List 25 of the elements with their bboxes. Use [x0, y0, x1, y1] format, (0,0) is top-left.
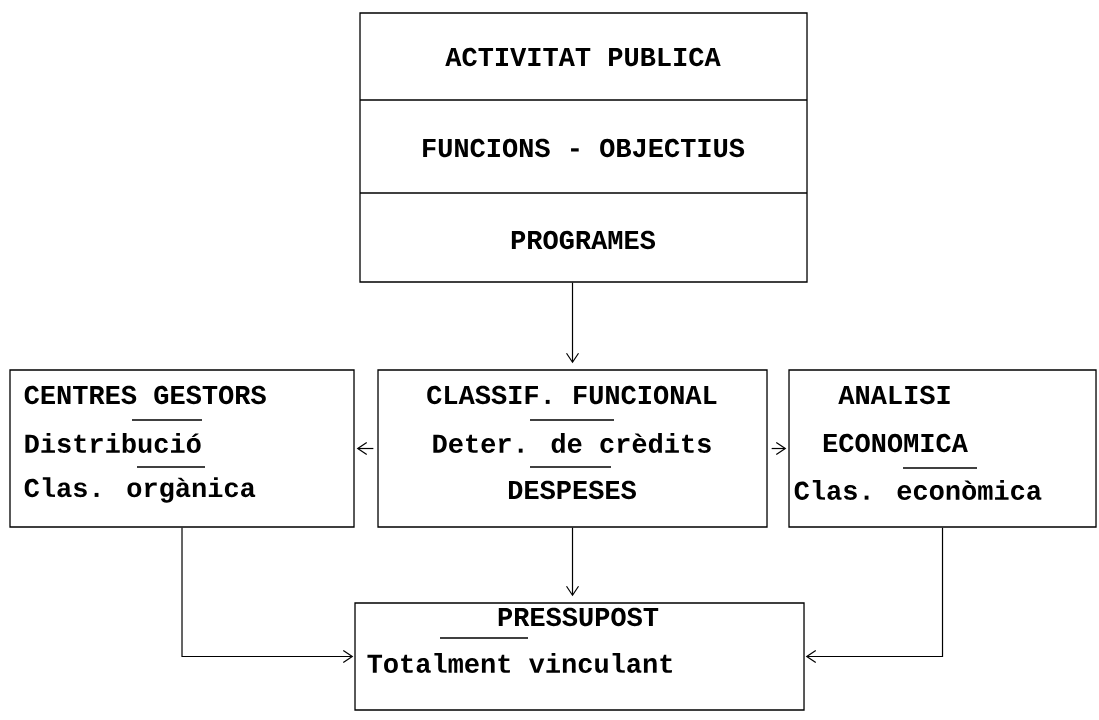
box-text: ACTIVITAT PUBLICA: [445, 47, 721, 67]
box-text: Clas. econòmica: [794, 480, 1042, 500]
box-text: PRESSUPOST: [498, 607, 659, 627]
box-text: CLASSIF. FUNCIONAL: [427, 385, 717, 405]
box-text: Deter. de crèdits: [433, 433, 711, 453]
process-box: [354, 602, 805, 711]
process-box: [9, 369, 355, 528]
box-text: Totalment vinculant: [367, 653, 672, 673]
arrow: [565, 282, 580, 364]
box-text: Distribució: [25, 433, 201, 453]
arrow: [356, 441, 374, 456]
arrow: [181, 527, 354, 664]
process-box: [359, 12, 808, 283]
box-text: DESPESES: [509, 480, 636, 500]
box-text: ANALISI: [838, 385, 950, 405]
arrow: [771, 441, 787, 456]
process-box: [377, 369, 768, 528]
box-text: FUNCIONS - OBJECTIUS: [423, 138, 745, 158]
box-text: ECONOMICA: [823, 433, 968, 453]
arrow: [805, 527, 944, 664]
arrow: [565, 527, 580, 597]
box-text: Clas. orgànica: [24, 477, 256, 503]
box-text: PROGRAMES: [511, 230, 656, 250]
box-text: CENTRES GESTORS: [24, 385, 266, 405]
process-box: [788, 369, 1097, 528]
